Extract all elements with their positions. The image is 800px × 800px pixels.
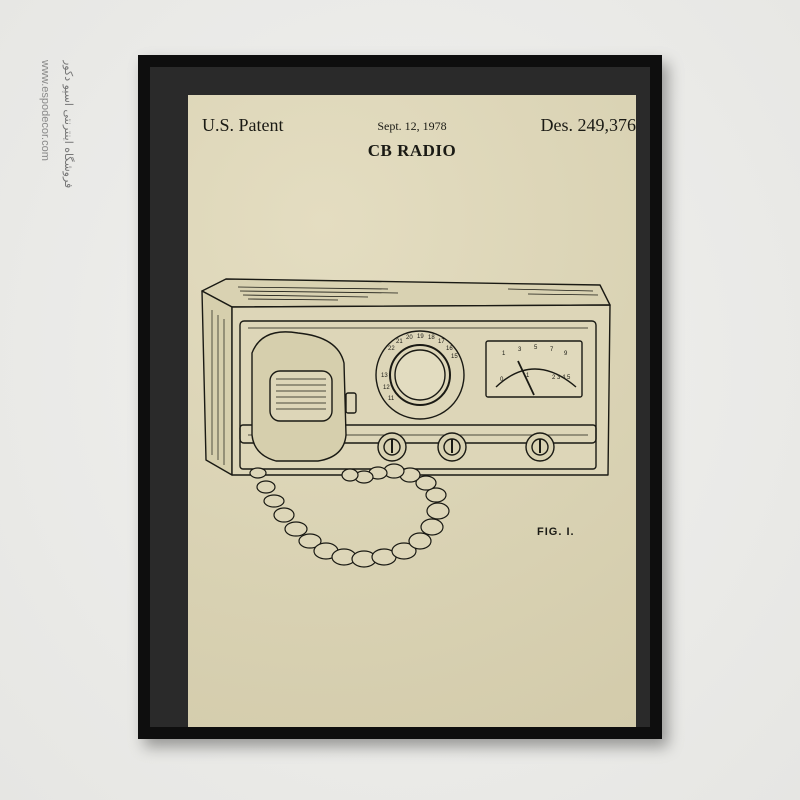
watermark: فروشگاه اینترنتی اسپو دکور www.espodecor… <box>20 60 80 240</box>
cb-radio-drawing: 222120 191817 1615 131211 135 79 <box>188 95 636 727</box>
svg-text:11: 11 <box>388 396 395 402</box>
svg-text:17: 17 <box>438 339 445 345</box>
svg-text:20: 20 <box>406 335 413 341</box>
radio-top-surface <box>202 279 610 307</box>
radio-left-side <box>202 291 232 475</box>
svg-text:13: 13 <box>381 373 388 379</box>
watermark-url: www.espodecor.com <box>39 60 51 161</box>
channel-dial <box>376 331 464 419</box>
patent-poster: U.S. Patent Sept. 12, 1978 Des. 249,376 … <box>188 95 636 727</box>
svg-text:19: 19 <box>417 334 424 340</box>
frame-mat: U.S. Patent Sept. 12, 1978 Des. 249,376 … <box>150 67 650 727</box>
svg-text:15: 15 <box>451 354 458 360</box>
picture-frame: U.S. Patent Sept. 12, 1978 Des. 249,376 … <box>138 55 662 739</box>
figure-label: FIG. I. <box>537 526 575 538</box>
svg-text:2 3 4 5: 2 3 4 5 <box>552 375 571 381</box>
watermark-persian-text: فروشگاه اینترنتی اسپو دکور <box>62 60 75 188</box>
svg-text:18: 18 <box>428 335 435 341</box>
svg-text:12: 12 <box>383 385 390 391</box>
svg-text:16: 16 <box>446 346 453 352</box>
svg-text:21: 21 <box>396 339 403 345</box>
svg-text:22: 22 <box>388 346 395 352</box>
coiled-cord <box>250 464 449 567</box>
